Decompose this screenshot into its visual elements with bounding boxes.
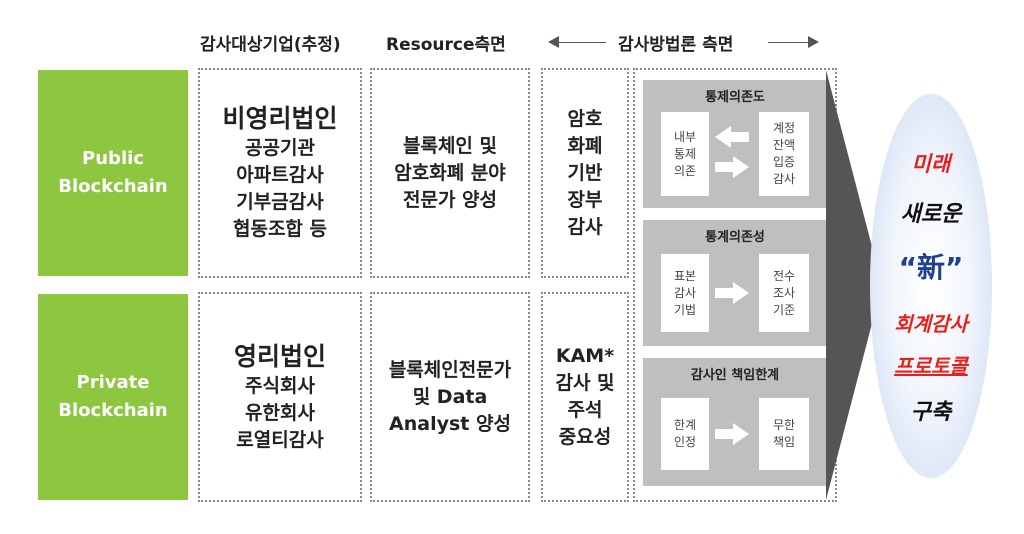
result-line-new: 새로운 (900, 202, 962, 227)
public-target-item: 기부금감사 (236, 191, 324, 213)
arrow-right-icon (733, 282, 749, 304)
arrow-right-icon (808, 36, 819, 48)
panel-text: 계정 (772, 121, 796, 135)
panel-text: 표본 (673, 268, 697, 283)
private-method-box: KAM* 감사 및 주석 중요성 (541, 292, 629, 502)
public-resource-line: 암호화폐 분야 (394, 161, 506, 184)
row-label-public: Public Blockchain (38, 70, 188, 276)
arrow-right-bar (715, 288, 733, 298)
panel-statistical-reliance-title: 통계의존성 (705, 230, 765, 245)
panel-text: 통제 (673, 146, 697, 161)
arrow-left-icon (548, 36, 559, 48)
private-resource-line: Analyst 양성 (389, 412, 511, 435)
result-line-build: 구축 (910, 400, 952, 425)
row-label-public-line1: Public (82, 148, 144, 169)
arrow-right-icon (733, 423, 749, 445)
header-methodology: 감사방법론 측면 (618, 35, 734, 55)
row-label-private-line1: Private (76, 372, 150, 393)
panel-auditor-liability-left: 한계 인정 (661, 398, 709, 470)
public-target-box: 비영리법인 공공기관 아파트감사 기부금감사 협동조합 등 (198, 68, 362, 278)
public-target-title: 비영리법인 (222, 104, 338, 133)
panel-auditor-liability: 감사인 책임한계 한계 인정 무한 책임 (643, 358, 827, 486)
header-resource: Resource측면 (386, 35, 506, 55)
panel-text: 내부 (673, 129, 697, 144)
private-method-line: 감사 및 (555, 372, 615, 394)
result-line-new-hanja: “新” (898, 251, 964, 284)
row-label-public-line2: Blockchain (58, 176, 168, 197)
private-target-box: 영리법인 주식회사 유한회사 로열티감사 (198, 292, 362, 502)
arrow-left-bar (731, 132, 749, 142)
arrow-right-line (768, 42, 810, 43)
panel-text: 전수 (772, 268, 796, 283)
panel-text: 책임 (772, 435, 796, 449)
panel-text: 무한 (772, 418, 796, 432)
panel-text: 입증 (772, 155, 796, 169)
public-method-box: 암호 화폐 기반 장부 감사 (541, 68, 629, 278)
private-method-line: 중요성 (558, 426, 612, 448)
public-target-item: 협동조합 등 (232, 218, 327, 240)
public-resource-line: 전문가 양성 (402, 188, 497, 211)
arrow-right-bar (715, 162, 733, 172)
panel-auditor-liability-right: 무한 책임 (759, 398, 809, 470)
public-method-line: 장부 (567, 188, 603, 211)
public-resource-line: 블록체인 및 (402, 134, 497, 157)
private-resource-line: 블록체인전문가 (388, 358, 512, 381)
panel-text: 감사 (772, 172, 796, 186)
result-oval (870, 94, 992, 478)
row-label-private: Private Blockchain (38, 294, 188, 500)
public-method-line: 화폐 (567, 134, 603, 157)
arrow-left-line (558, 42, 606, 43)
panel-text: 인정 (673, 435, 697, 449)
panel-auditor-liability-title: 감사인 책임한계 (690, 368, 780, 383)
row-label-private-line2: Blockchain (58, 400, 168, 421)
public-method-line: 기반 (567, 161, 603, 184)
panel-control-reliance-right: 계정 잔액 입증 감사 (759, 112, 809, 196)
arrow-right-bar (715, 429, 733, 439)
private-method-line: KAM* (555, 345, 615, 367)
panel-statistical-reliance: 통계의존성 표본 감사 기법 전수 조사 기준 (643, 220, 827, 346)
panel-text: 의존 (673, 163, 697, 178)
result-line-future: 미래 (911, 152, 951, 176)
panel-statistical-reliance-left: 표본 감사 기법 (661, 254, 709, 332)
private-target-item: 로열티감사 (236, 428, 324, 451)
public-resource-box: 블록체인 및 암호화폐 분야 전문가 양성 (370, 68, 530, 278)
arrow-left-icon (715, 126, 731, 148)
panel-text: 기준 (772, 302, 796, 317)
panel-control-reliance-left: 내부 통제 의존 (661, 112, 709, 196)
private-resource-line: 및 Data (412, 385, 488, 408)
result-line-accounting-audit: 회계감사 (894, 312, 968, 336)
private-target-item: 유한회사 (245, 401, 315, 424)
panel-control-reliance: 통제의존도 내부 통제 의존 계정 잔액 입증 감사 (643, 80, 827, 208)
panel-text: 감사 (673, 285, 697, 300)
public-method-line: 암호 (567, 107, 603, 130)
panel-text: 기법 (673, 302, 697, 317)
public-method-line: 감사 (567, 215, 603, 238)
panel-text: 조사 (772, 285, 796, 300)
result-line-protocol: 프로토콜 (894, 354, 968, 378)
public-target-item: 아파트감사 (236, 164, 324, 186)
panel-text: 잔액 (772, 138, 796, 152)
panel-statistical-reliance-right: 전수 조사 기준 (759, 254, 809, 332)
public-target-item: 공공기관 (245, 137, 315, 159)
private-resource-box: 블록체인전문가 및 Data Analyst 양성 (370, 292, 530, 502)
arrow-right-icon (733, 156, 749, 178)
private-target-item: 주식회사 (245, 374, 315, 397)
private-target-title: 영리법인 (233, 341, 326, 371)
private-method-line: 주석 (567, 399, 603, 421)
chevron-right-icon (826, 70, 882, 500)
panel-text: 한계 (673, 418, 697, 432)
header-target: 감사대상기업(추정) (200, 35, 341, 55)
panel-control-reliance-title: 통제의존도 (705, 90, 765, 105)
